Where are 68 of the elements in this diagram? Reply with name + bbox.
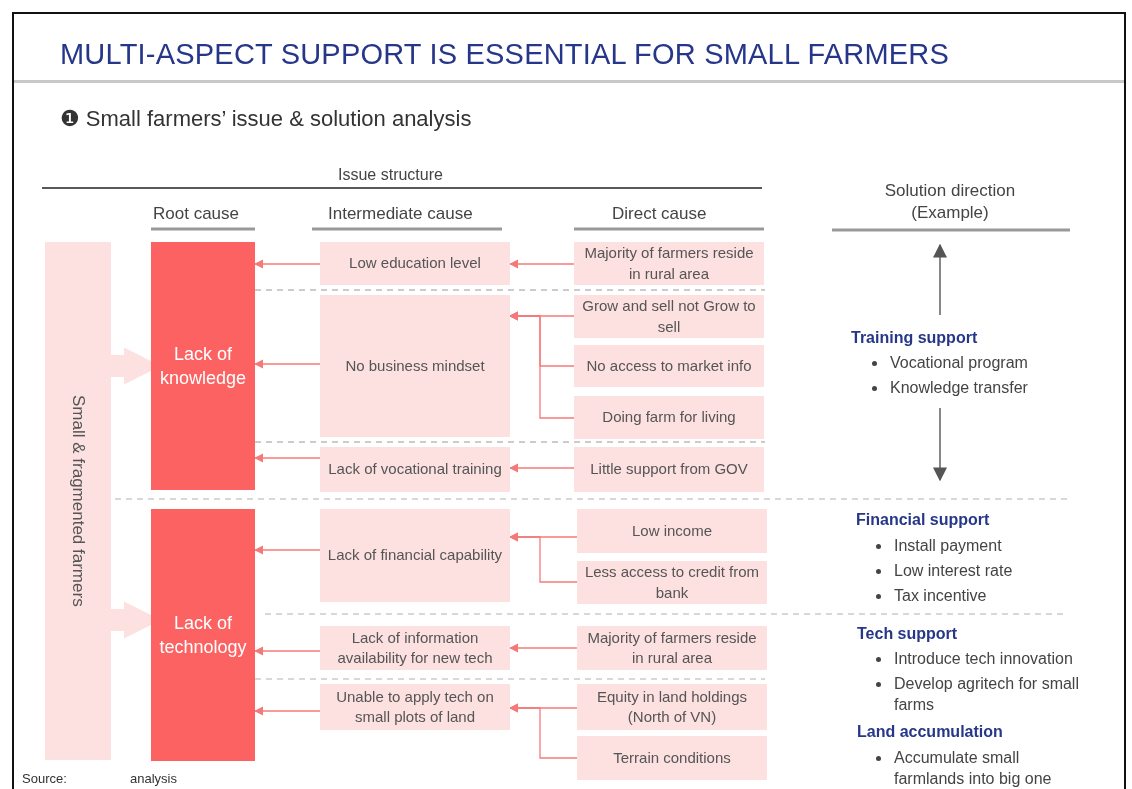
node-text: Less access to credit from bank: [583, 562, 761, 603]
arrow: [509, 643, 578, 653]
node-text: No access to market info: [586, 355, 752, 376]
node-text: Lack of knowledge: [158, 342, 248, 390]
section-heading: Issue structure: [338, 165, 443, 185]
slide-title: MULTI-ASPECT SUPPORT IS ESSENTIAL FOR SMALL FARMERS: [60, 38, 949, 71]
solution-item: Accumulate small farmlands into big one: [872, 748, 1094, 789]
solution-heading: Land accumulation: [857, 722, 1003, 742]
cause-box: [320, 509, 510, 602]
node-text: Doing farm for living: [602, 407, 736, 428]
subtitle: ❶ Small farmers’ issue & solution analysis: [60, 105, 472, 133]
cause-box: [574, 447, 764, 492]
column-heading: Intermediate cause: [328, 203, 473, 225]
arrow: [254, 545, 321, 555]
source-text: analysis: [130, 771, 177, 788]
arrow: [254, 259, 321, 269]
cause-box: [574, 396, 764, 439]
node-text: No business mindset: [345, 355, 485, 376]
solution-heading: Tech support: [857, 624, 958, 644]
solution-heading: Financial support: [856, 510, 990, 530]
solution-heading: Training support: [851, 328, 978, 348]
category-band: [45, 242, 111, 760]
cause-box: [320, 684, 510, 730]
arrow: [509, 532, 578, 583]
solution-item: Introduce tech innovation: [872, 649, 1073, 670]
arrow: [509, 259, 575, 269]
arrow: [509, 703, 578, 759]
source-label: Source:: [22, 771, 67, 788]
root-cause-box: [151, 242, 255, 490]
node-text: Lack of information availability for new tech: [336, 627, 494, 668]
cause-box: [320, 626, 510, 670]
solution-item: Develop agritech for small farms: [872, 674, 1094, 716]
node-text: Lack of technology: [158, 611, 248, 659]
node-text: Majority of farmers reside in rural area: [583, 243, 755, 284]
cause-box: [320, 242, 510, 285]
column-heading: Root cause: [153, 203, 239, 225]
arrow: [254, 706, 321, 716]
node-text: Grow and sell not Grow to sell: [581, 296, 757, 337]
arrow: [254, 646, 321, 656]
node-text: Majority of farmers reside in rural area: [586, 627, 758, 668]
cause-box: [577, 736, 767, 780]
node-text: Lack of vocational training: [328, 459, 502, 480]
node-text: Little support from GOV: [590, 459, 748, 480]
arrow: [254, 453, 321, 463]
cause-box: [320, 447, 510, 492]
solution-item: Tax incentive: [872, 586, 987, 607]
column-heading: Solution direction (Example): [883, 180, 1017, 225]
column-heading: Direct cause: [612, 203, 707, 225]
node-text: Low education level: [349, 253, 481, 274]
node-text: Lack of financial capability: [327, 545, 503, 566]
solution-item: Vocational program: [868, 353, 1028, 374]
solution-item: Knowledge transfer: [868, 378, 1028, 399]
node-text: Equity in land holdings (North of VN): [595, 686, 749, 727]
solution-item: Low interest rate: [872, 561, 1013, 582]
cause-box: [577, 509, 767, 553]
cause-box: [577, 684, 767, 730]
root-cause-box: [151, 509, 255, 761]
arrow: [254, 359, 321, 369]
node-text: Small & fragmented farmers: [68, 395, 90, 607]
cause-box: [577, 626, 767, 670]
node-text: Terrain conditions: [613, 747, 731, 768]
arrow: [509, 311, 575, 419]
node-text: Low income: [631, 520, 712, 541]
solution-item: Install payment: [872, 536, 1002, 557]
arrow: [509, 463, 575, 473]
cause-box: [574, 345, 764, 387]
cause-box: [320, 295, 510, 437]
node-text: Unable to apply tech on small plots of land: [335, 686, 495, 727]
